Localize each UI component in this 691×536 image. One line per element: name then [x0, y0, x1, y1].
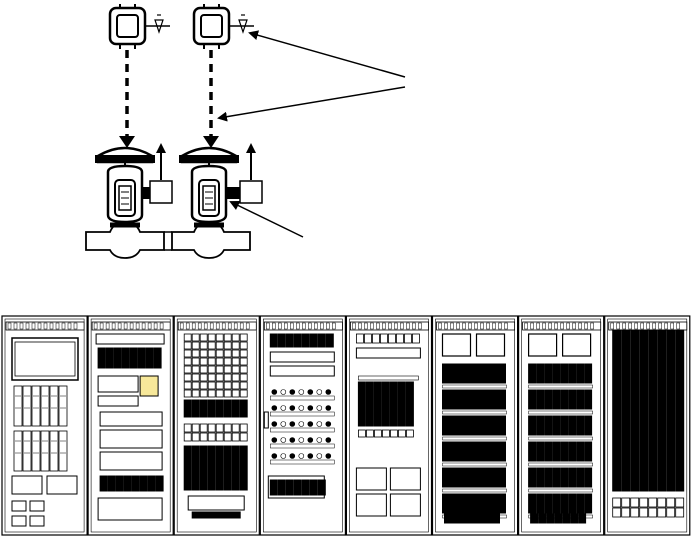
arrow-down-icon	[203, 136, 219, 148]
cabinet-8	[604, 315, 691, 536]
field-devices	[85, 4, 406, 259]
cabinet-row	[1, 315, 691, 536]
cabinet-6	[431, 315, 519, 536]
cabinet-3	[173, 315, 260, 536]
supply-valve-icon	[238, 19, 248, 34]
control-valve-left	[85, 143, 173, 259]
cabinet-2	[87, 315, 174, 536]
positioner-right	[192, 4, 254, 49]
cabinet-4	[259, 315, 346, 536]
supply-valve-icon	[154, 19, 164, 34]
callout-line-3	[229, 201, 304, 238]
cabinet-5	[345, 315, 433, 536]
callout-line-2	[217, 86, 406, 122]
callout-line-1	[248, 30, 406, 78]
cabinet-1	[1, 315, 88, 536]
positioner-left	[108, 4, 170, 49]
cabinet-7	[517, 315, 605, 536]
arrow-down-icon	[119, 136, 135, 148]
control-valve-right	[164, 143, 263, 259]
